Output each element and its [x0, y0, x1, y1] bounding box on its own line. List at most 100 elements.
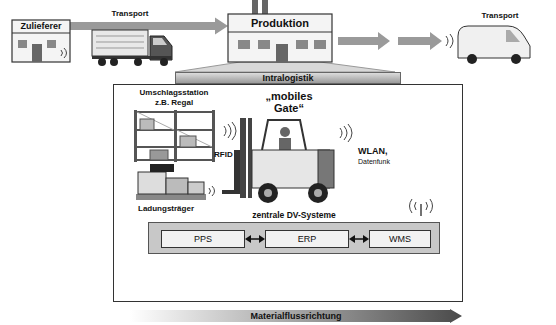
crate [166, 178, 188, 194]
van-body [458, 26, 530, 58]
text-label: Umschlagsstation z.B. Regal [132, 88, 216, 108]
crate [188, 182, 204, 194]
van-window [506, 30, 520, 42]
van-icon [446, 26, 530, 64]
node-text: ERP [266, 231, 348, 247]
radio-waves [410, 199, 433, 213]
mast [248, 118, 252, 198]
flow-arrow [338, 32, 390, 50]
wlan-waves [340, 124, 352, 142]
arrow-head [245, 235, 251, 243]
rfid-waves [224, 122, 236, 140]
door [276, 44, 288, 62]
rack-box [150, 150, 168, 160]
wheel [308, 183, 328, 203]
cab-window [153, 38, 167, 45]
wheel [258, 183, 278, 203]
supplier-building [12, 20, 70, 62]
door [32, 44, 42, 62]
hub [314, 189, 322, 197]
wheel [511, 54, 521, 64]
text-label: Transport [100, 9, 160, 19]
node-text: Zulieferer [12, 20, 70, 33]
node-text: Produktion [228, 14, 332, 32]
counterweight [318, 150, 334, 188]
driver [280, 127, 290, 137]
node-text: Materialflussrichtung [130, 309, 462, 323]
forklift-icon [222, 118, 334, 203]
rack-post [134, 110, 137, 162]
wheel [160, 58, 168, 66]
cage [262, 120, 306, 150]
text-label: Ladungsträger [138, 204, 208, 214]
rfid-waves [209, 186, 215, 196]
radio-waves [61, 48, 67, 58]
wheel [467, 54, 477, 64]
building-band [228, 32, 332, 33]
text-label: WLAN, [358, 146, 398, 156]
forks [222, 190, 240, 194]
antenna-mast [420, 204, 422, 216]
radio-waves [446, 34, 453, 48]
window [314, 40, 326, 49]
building-outline [228, 14, 332, 62]
system-box: PPS [161, 230, 245, 248]
window [296, 40, 308, 49]
supplier-node: Zulieferer [12, 20, 70, 33]
system-box: ERP [265, 230, 349, 248]
production-building [175, 0, 395, 72]
building-outline [12, 20, 70, 62]
mast [240, 118, 246, 198]
rack-braces [137, 112, 212, 147]
wheel [110, 58, 118, 66]
flow-arrows [338, 32, 442, 50]
rack-box [180, 136, 196, 147]
trailer-stripes [96, 36, 144, 48]
production-node: Produktion [228, 14, 332, 32]
window [47, 40, 56, 48]
shelf-rack [134, 110, 215, 162]
arrow-head [349, 235, 355, 243]
text-label: Transport [470, 11, 530, 21]
text-label: RFID [214, 150, 238, 160]
system-box: WMS [369, 230, 431, 248]
antenna [410, 199, 433, 216]
bar-fill [148, 222, 440, 254]
node-text: PPS [162, 231, 244, 247]
window [258, 40, 270, 49]
crate [138, 172, 166, 194]
crate [150, 164, 174, 172]
wheel [134, 58, 142, 66]
text-label: „mobiles Gate“ [254, 90, 324, 114]
chimney [262, 0, 268, 14]
zoom-funnel [175, 62, 395, 72]
arrow-head [215, 18, 228, 35]
carriage [234, 150, 240, 194]
rack-box [140, 119, 154, 130]
window [18, 40, 27, 48]
rack-post [174, 110, 177, 162]
text-label: Datenfunk [358, 157, 408, 167]
pallet [136, 194, 206, 200]
window [238, 40, 250, 49]
hub [264, 189, 272, 197]
connector-line [70, 22, 216, 30]
truck-trailer [92, 30, 148, 56]
wheel [98, 58, 106, 66]
connector-line [354, 238, 363, 240]
flow-arrow [398, 32, 442, 50]
rack-shelves [134, 112, 215, 160]
connector-line [250, 238, 259, 240]
driver [279, 138, 291, 150]
truck-icon [92, 30, 172, 66]
connector-arrow [349, 235, 369, 243]
flow-direction-arrow: Materialflussrichtung [130, 309, 462, 323]
arrow-body [130, 309, 462, 323]
region-border [113, 84, 463, 302]
load-carrier [136, 164, 215, 200]
chimney [252, 0, 258, 14]
connector-arrow [245, 235, 265, 243]
building-band [12, 33, 70, 34]
region-header: Intralogistik [175, 72, 401, 84]
